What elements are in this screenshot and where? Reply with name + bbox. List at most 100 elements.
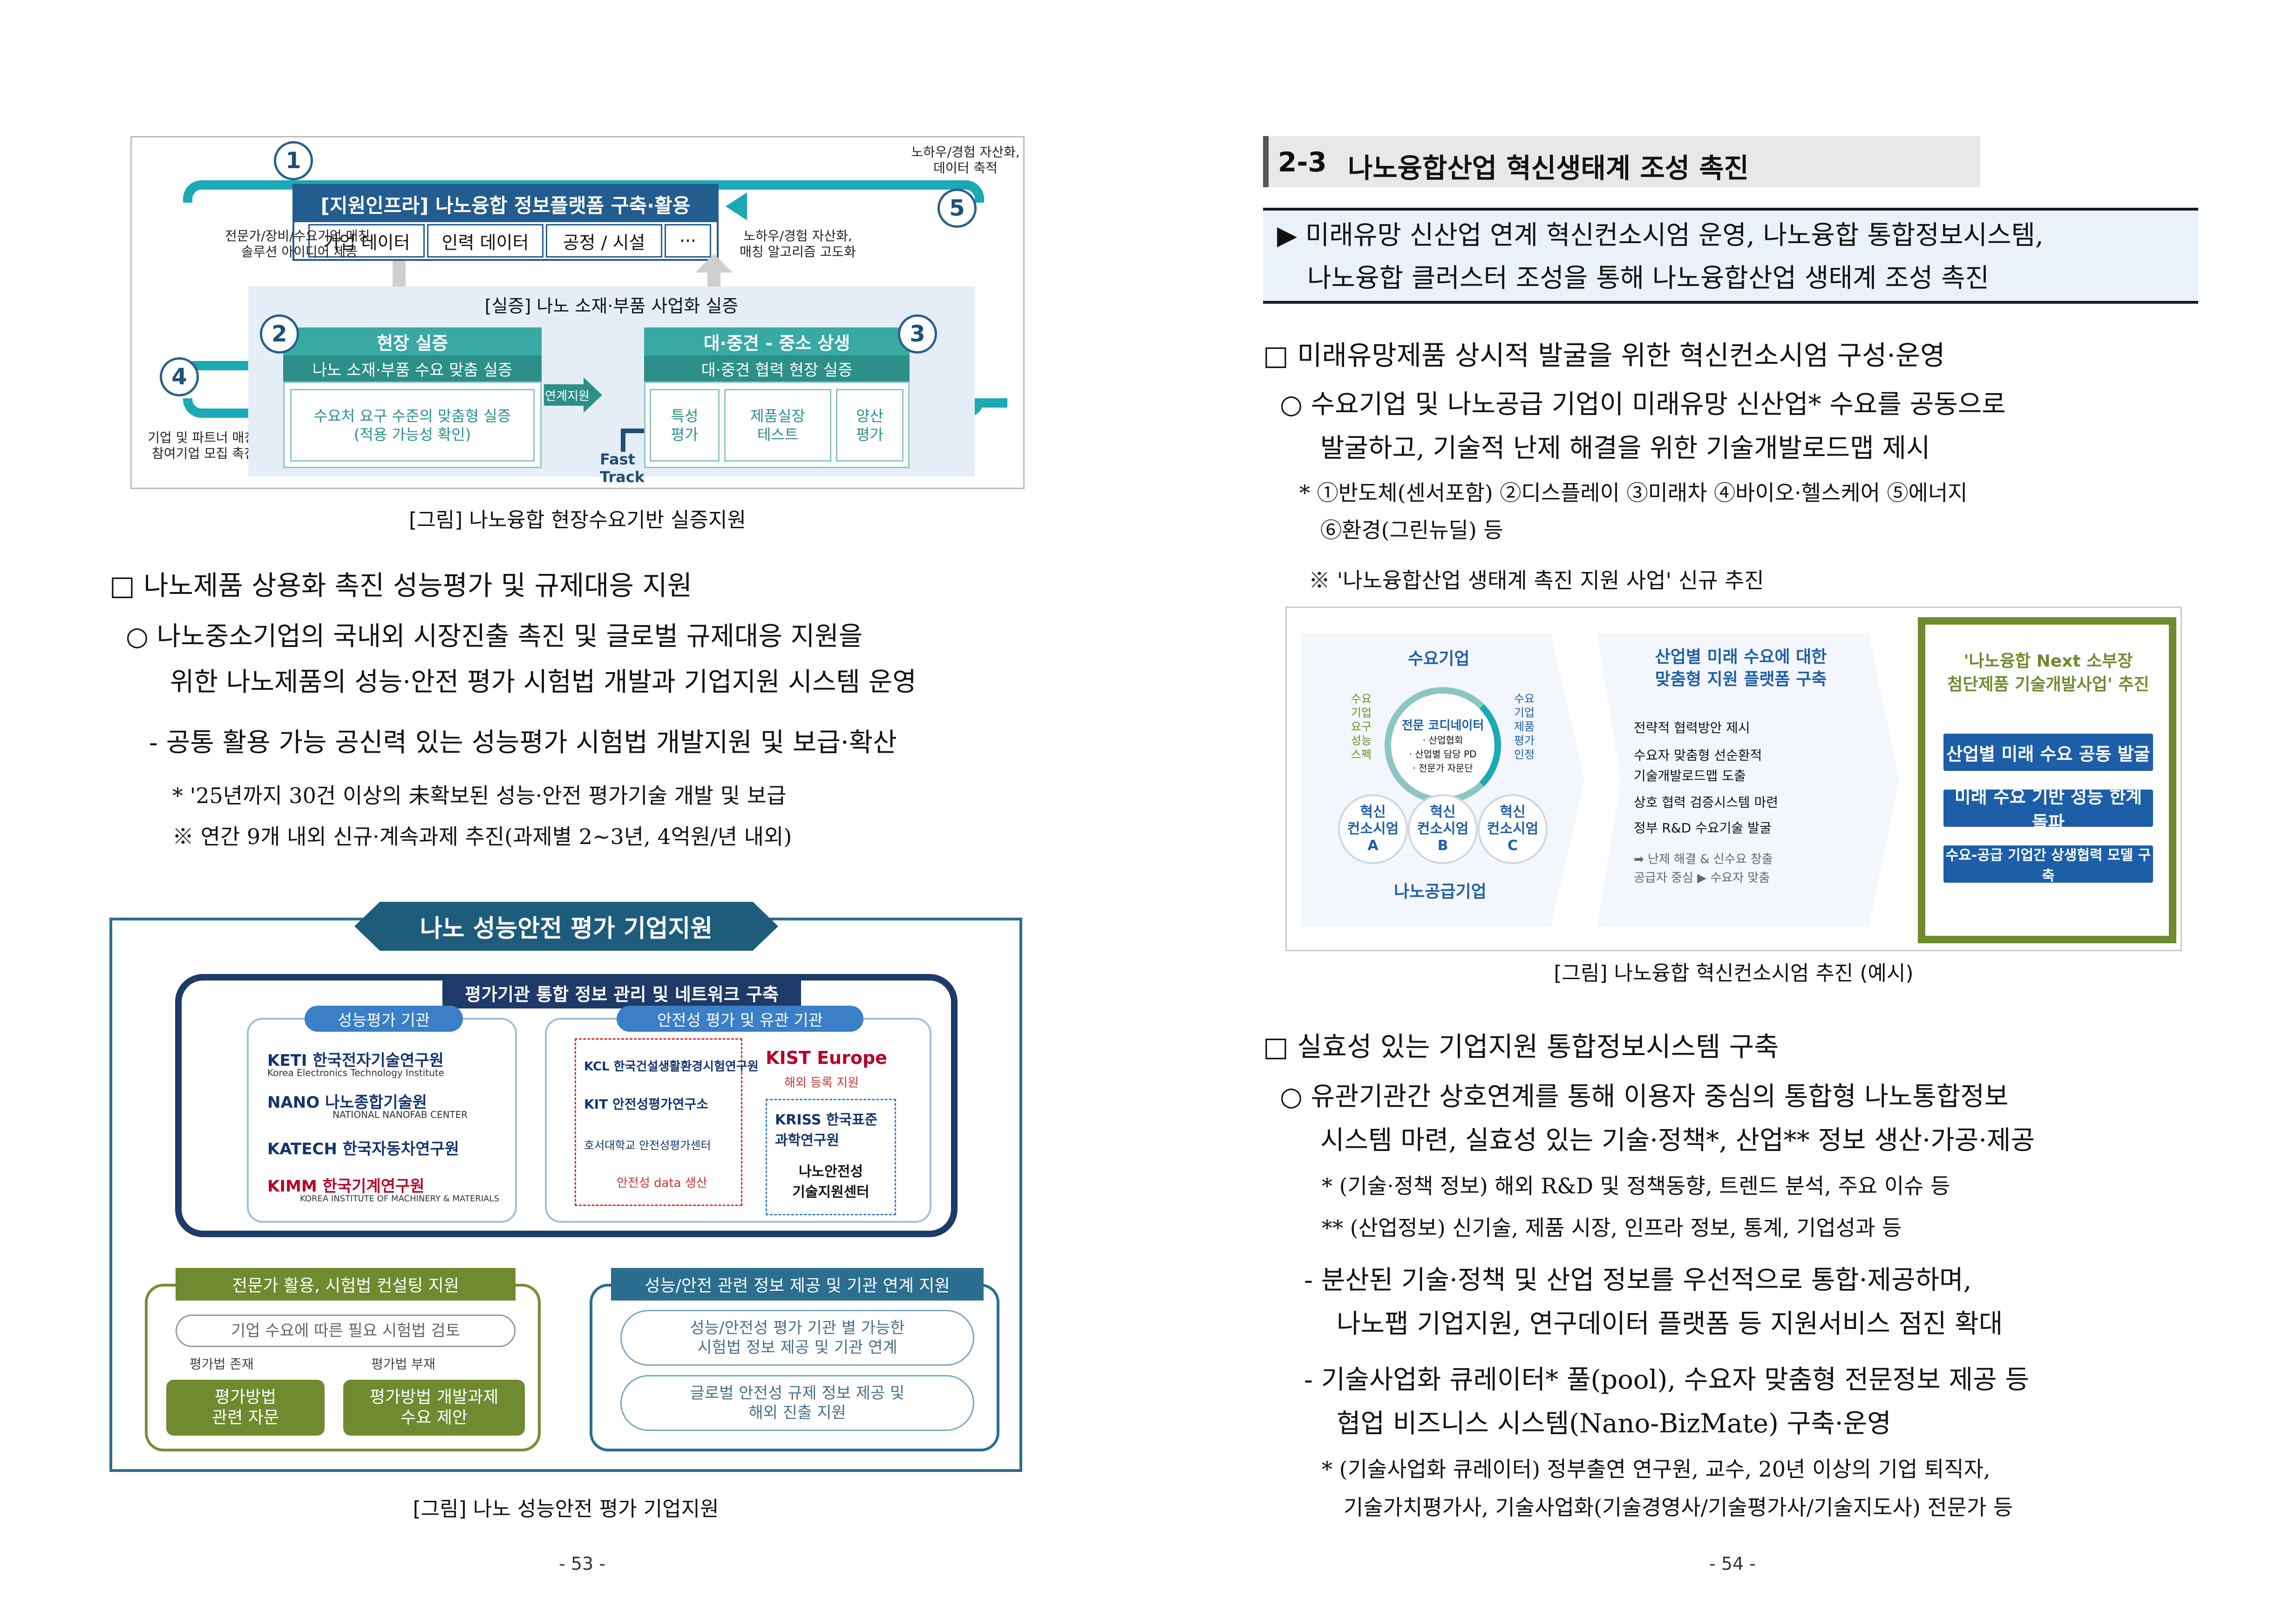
bullet-text: 발굴하고, 기술적 난제 해결을 위한 기술개발로드맵 제시: [1320, 433, 1930, 463]
figure-caption: [그림] 나노융합 혁신컨소시엄 추진 (예시): [1554, 961, 1914, 985]
overseas-label: 해외 등록 지원: [784, 1076, 859, 1090]
figure-consortium: 수요기업 나노공급기업 전문 코디네이터 · 산업협회 · 산업별 담당 PD …: [1285, 606, 2182, 951]
step-4-badge: 4: [160, 357, 199, 396]
field-demo-sub: 나노 소재·부품 수요 맞춤 실증: [283, 355, 542, 381]
infra-box: [지원인프라] 나노융합 정보플랫폼 구축·활용 기업 데이터 인력 데이터 공…: [292, 184, 719, 261]
figure-banner: 나노 성능안전 평가 기업지원: [354, 902, 778, 951]
advice-button: 평가방법 관련 자문: [166, 1380, 325, 1436]
coop-cell: 제품실장 테스트: [724, 389, 831, 462]
figure-field-demo: [지원인프라] 나노융합 정보플랫폼 구축·활용 기업 데이터 인력 데이터 공…: [130, 136, 1025, 489]
figure-safety-support: 나노 성능안전 평가 기업지원 평가기관 통합 정보 관리 및 네트워크 구축 …: [109, 902, 1022, 1472]
platform-item: 상호 협력 검증시스템 마련: [1634, 795, 1779, 810]
demand-spec-label: 수요 기업 요구 성능 스펙: [1351, 692, 1372, 761]
step-3-badge: 3: [898, 314, 937, 354]
reference-note: ※ 연간 9개 내외 신규·계속과제 추진(과제별 2~3년, 4억원/년 내외…: [172, 824, 792, 849]
consulting-head: 전문가 활용, 시험법 컨설팅 지원: [176, 1268, 516, 1301]
note-partner: 기업 및 파트너 매칭, 참여기업 모집 촉진: [148, 430, 260, 461]
info-oval: 글로벌 안전성 규제 정보 제공 및 해외 진출 지원: [620, 1375, 974, 1431]
coop-cell: 양산 평가: [836, 389, 903, 462]
note-matching: 전문가/장비/수요기업 매칭, 솔루션 아이디어 제공: [224, 228, 374, 259]
kimm-logo: KIMM 한국기계연구원: [267, 1177, 425, 1196]
method-absent: 평가법 부재: [371, 1356, 435, 1372]
kit-logo: KIT 안전성평가연구소: [584, 1097, 709, 1112]
section-number: 2-3: [1278, 146, 1327, 178]
consortium-b: 혁신 컨소시엄 B: [1408, 794, 1478, 864]
coop-sub: 대·중견 협력 현장 실증: [644, 355, 910, 381]
bullet-text: ○ 수요기업 및 나노공급 기업이 미래유망 신산업* 수요를 공동으로: [1280, 389, 2006, 420]
bullet-text: 시스템 마련, 실효성 있는 기술·정책*, 산업** 정보 생산·가공·제공: [1320, 1125, 2035, 1156]
section-heading: □ 나노제품 상용화 촉진 성능평가 및 규제대응 지원: [109, 570, 693, 601]
section-title: 나노융합산업 혁신생태계 조성 촉진: [1348, 152, 1749, 184]
summary-line: ▶ 미래유망 신산업 연계 혁신컨소시엄 운영, 나노융합 통합정보시스템,: [1277, 220, 2044, 251]
nano-logo: NANO 나노종합기술원: [267, 1093, 427, 1112]
infra-cell: 기업 데이터: [308, 224, 425, 258]
keti-logo: KETI 한국전자기술연구원: [267, 1051, 444, 1070]
page-number: - 54 -: [1709, 1553, 1756, 1574]
summary-line: 나노융합 클러스터 조성을 통해 나노융합산업 생태계 조성 촉진: [1307, 263, 1990, 293]
demand-label: 수요기업: [1408, 649, 1470, 668]
footnote: * ①반도체(센서포함) ②디스플레이 ③미래차 ④바이오·헬스케어 ⑤에너지: [1299, 480, 1968, 505]
bullet-text: 위한 나노제품의 성능·안전 평가 시험법 개발과 기업지원 시스템 운영: [170, 667, 917, 697]
coordinator-item: · 전문가 자문단: [1413, 762, 1473, 774]
proposal-button: 평가방법 개발과제 수요 제안: [343, 1380, 525, 1436]
network-head: 평가기관 통합 정보 관리 및 네트워크 구축: [442, 977, 801, 1008]
section-band: 2-3 나노융합산업 혁신생태계 조성 촉진: [1263, 136, 1980, 187]
dash-text: - 기술사업화 큐레이터* 풀(pool), 수요자 맞춤형 전문정보 제공 등: [1304, 1365, 2029, 1395]
footnote: ** (산업정보) 신기술, 제품 시장, 인프라 정보, 통계, 기업성과 등: [1322, 1215, 1902, 1240]
program-item: 산업별 미래 수요 공동 발굴: [1943, 734, 2153, 771]
nano-safety-center: 나노안전성 기술지원센터: [792, 1164, 869, 1200]
katech-logo: KATECH 한국자동차연구원: [267, 1140, 459, 1158]
safety-institutes: 안전성 평가 및 유관 기관 KCL 한국건설생활환경시험연구원 KIT 안전성…: [545, 1006, 931, 1223]
platform-item: 정부 R&D 수요기술 발굴: [1634, 820, 1772, 836]
coordinator-title: 전문 코디네이터: [1401, 718, 1484, 733]
section-heading: □ 실효성 있는 기업지원 통합정보시스템 구축: [1263, 1031, 1779, 1063]
info-oval: 성능/안전성 평가 기관 별 가능한 시험법 정보 제공 및 기관 연계: [620, 1310, 974, 1366]
demand-eval-label: 수요 기업 제품 평가 인정: [1514, 692, 1535, 761]
platform-item: 수요자 맞춤형 선순환적 기술개발로드맵 도출: [1634, 748, 1762, 783]
footnote: 기술가치평가사, 기술사업화(기술경영사/기술평가사/기술지도사) 전문가 등: [1344, 1495, 2013, 1520]
info-box: 성능/안전 관련 정보 제공 및 기관 연계 지원 성능/안전성 평가 기관 별…: [590, 1268, 999, 1451]
coop-cell: 특성 평가: [650, 389, 720, 462]
fast-track-label: Fast Track: [600, 450, 645, 486]
step-5-badge: 5: [937, 189, 977, 228]
dash-text: 협업 비즈니스 시스템(Nano-BizMate) 구축·운영: [1337, 1409, 1891, 1439]
hoseo-logo: 호서대학교 안전성평가센터: [584, 1139, 711, 1152]
infra-cell: ···: [665, 224, 711, 258]
platform-title: 산업별 미래 수요에 대한 맞춤형 지원 플랫폼 구축: [1655, 647, 1827, 689]
kriss-logo: KRISS 한국표준과학연구원: [775, 1112, 878, 1149]
nano-sub: NATIONAL NANOFAB CENTER: [333, 1109, 468, 1120]
dash-text: - 공통 활용 가능 공신력 있는 성능평가 시험법 개발지원 및 보급·확산: [149, 728, 897, 758]
coordinator-item: · 산업협회: [1422, 734, 1463, 746]
step-2-badge: 2: [260, 314, 299, 354]
consulting-box: 전문가 활용, 시험법 컨설팅 지원 기업 수요에 따른 필요 시험법 검토 평…: [145, 1268, 541, 1451]
network-box: 평가기관 통합 정보 관리 및 네트워크 구축 성능평가 기관 KETI 한국전…: [175, 974, 958, 1237]
footnote: * (기술·정책 정보) 해외 R&D 및 정책동향, 트렌드 분석, 주요 이…: [1322, 1173, 1950, 1199]
footnote: * '25년까지 30건 이상의 未확보된 성능·안전 평가기술 개발 및 보급: [172, 783, 787, 808]
safety-data-label: 안전성 data 생산: [617, 1176, 707, 1190]
field-demo-cell: 수요처 요구 수준의 맞춤형 실증 (적용 가능성 확인): [290, 389, 535, 462]
note-knowhow: 노하우/경험 자산화, 매칭 알고리즘 고도화: [740, 228, 856, 259]
kist-logo: KIST Europe: [766, 1048, 887, 1068]
perf-institutes: 성능평가 기관 KETI 한국전자기술연구원 Korea Electronics…: [247, 1006, 517, 1223]
kimm-sub: KOREA INSTITUTE OF MACHINERY & MATERIALS: [300, 1194, 499, 1204]
infra-cell: 인력 데이터: [427, 224, 543, 258]
page-number: - 53 -: [559, 1553, 605, 1574]
consortium-c: 혁신 컨소시엄 C: [1478, 794, 1548, 864]
dash-text: 나노팹 기업지원, 연구데이터 플랫폼 등 지원서비스 점진 확대: [1337, 1309, 2003, 1339]
safety-pill: 안전성 평가 및 유관 기관: [617, 1006, 863, 1032]
footnote: ⑥환경(그린뉴딜) 등: [1320, 518, 1503, 543]
step-1-badge: 1: [274, 141, 313, 180]
demo-title: [실증] 나노 소재·부품 사업화 실증: [484, 295, 739, 316]
program-title: '나노융합 Next 소부장 첨단제품 기술개발사업' 추진: [1947, 652, 2149, 694]
platform-item: 전략적 협력방안 제시: [1634, 720, 1750, 736]
info-head: 성능/안전 관련 정보 제공 및 기관 연계 지원: [611, 1268, 984, 1301]
infra-title: [지원인프라] 나노융합 정보플랫폼 구축·활용: [294, 186, 717, 222]
program-item: 미래 수요 기반 성능 한계 돌파: [1943, 787, 2153, 833]
reference-note: ※ '나노융합산업 생태계 촉진 지원 사업' 신규 추진: [1309, 568, 1764, 593]
bullet-text: ○ 유관기관간 상호연계를 통해 이용자 중심의 통합형 나노통합정보: [1280, 1082, 2009, 1112]
figure-caption: [그림] 나노 성능안전 평가 기업지원: [413, 1497, 719, 1521]
field-demo-head: 현장 실증: [283, 327, 542, 355]
method-exists: 평가법 존재: [190, 1356, 254, 1372]
footnote: * (기술사업화 큐레이터) 정부출연 연구원, 교수, 20년 이상의 기업 …: [1322, 1457, 1990, 1482]
dash-text: - 분산된 기술·정책 및 산업 정보를 우선적으로 통합·제공하며,: [1304, 1265, 1972, 1295]
